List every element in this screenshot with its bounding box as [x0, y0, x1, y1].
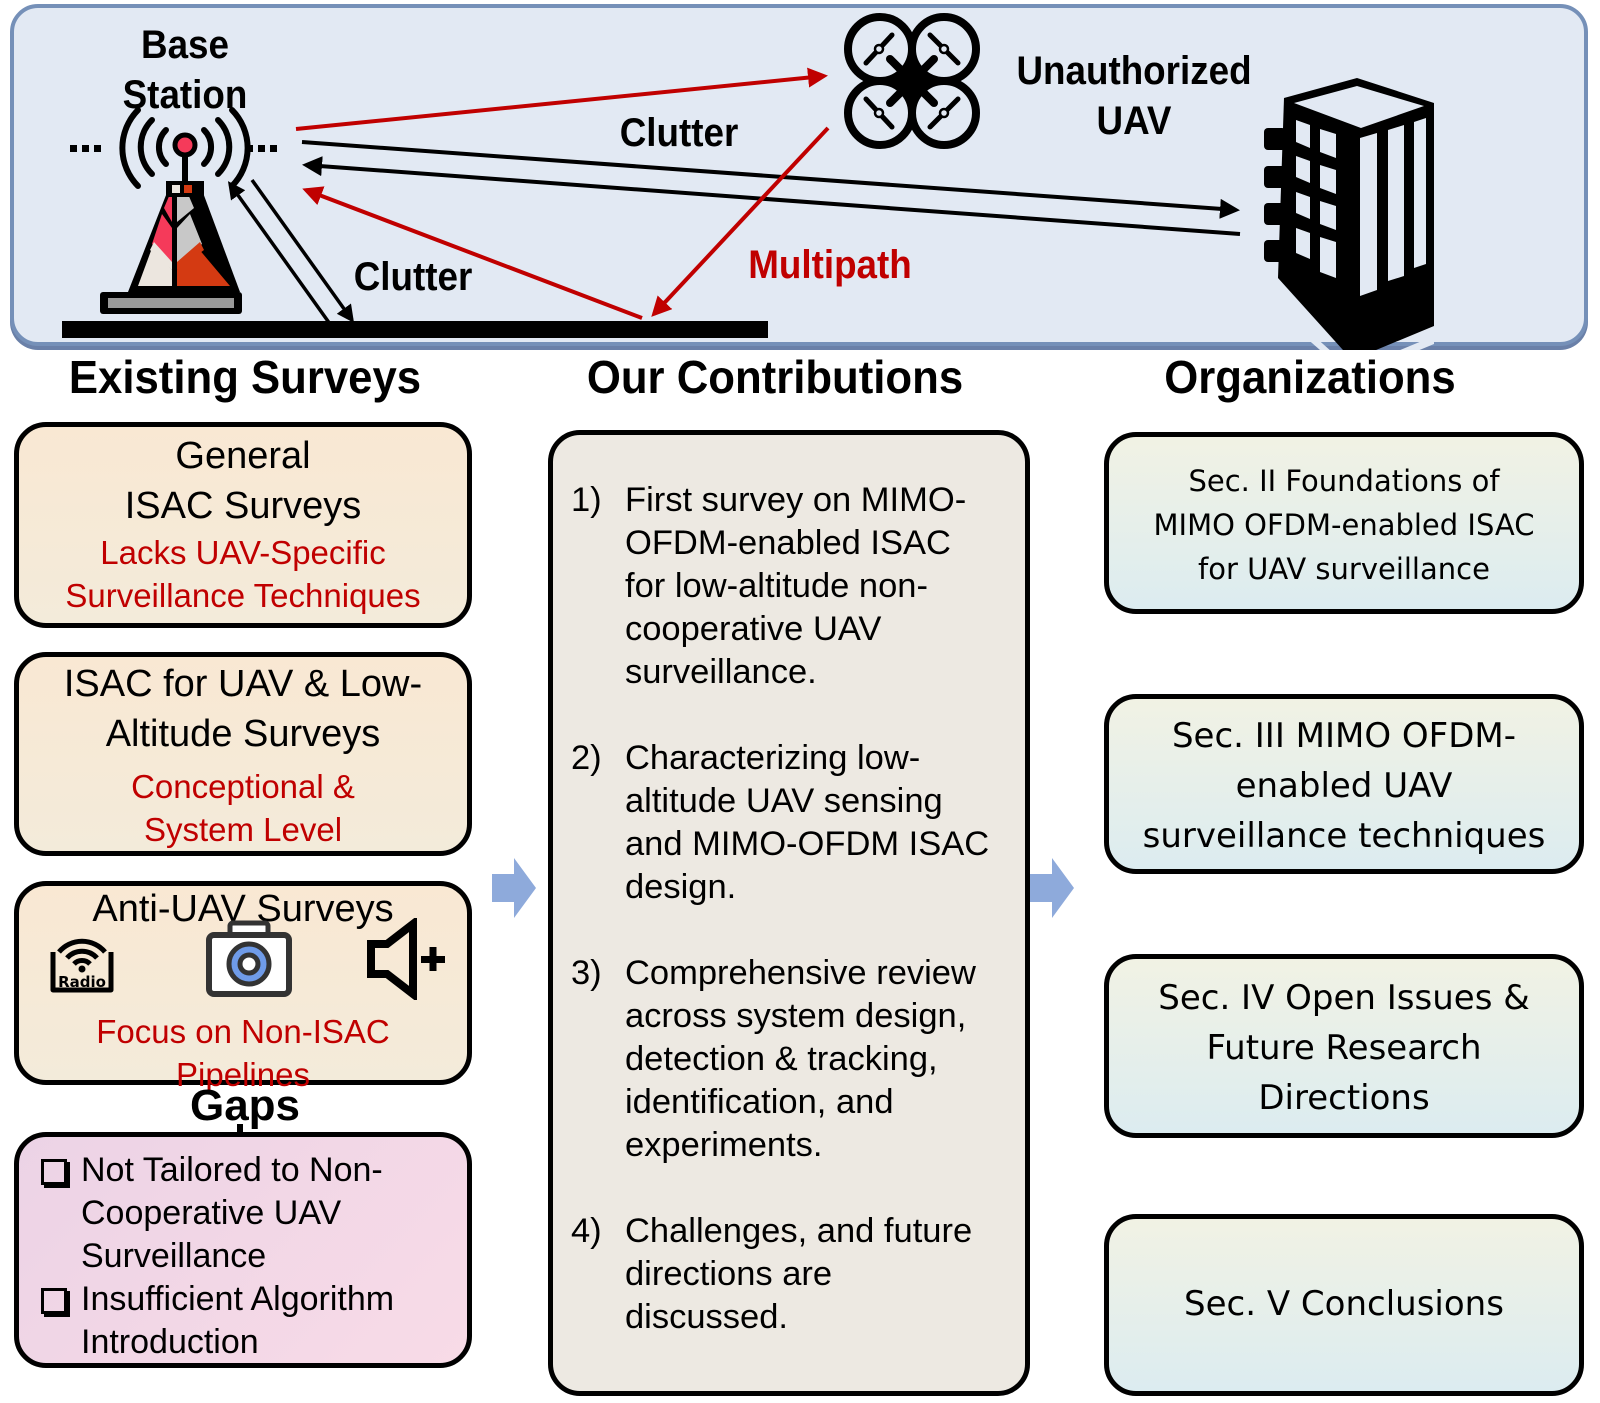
- org-section-line: Sec. III MIMO OFDM-: [1171, 716, 1517, 756]
- gaps-title: Gaps: [189, 1081, 301, 1130]
- base-station-label-line-2: Station: [122, 73, 248, 117]
- ground-clutter-tx-arrow: [250, 178, 355, 323]
- gap-item: Not Tailored to Non- Cooperative UAV Sur…: [19, 1149, 467, 1278]
- org-section-line: Future Research: [1206, 1028, 1482, 1068]
- contribution-line: directions are: [625, 1255, 833, 1293]
- base-station-tower-icon: [70, 107, 277, 314]
- gap-line: Introduction: [81, 1323, 259, 1361]
- org-section-iii: Sec. III MIMO OFDM- enabled UAV surveill…: [1104, 694, 1584, 874]
- survey-box-limitation: System Level: [143, 811, 343, 848]
- contribution-line: First survey on MIMO-: [625, 481, 967, 519]
- survey-box-limitation: Conceptional &: [131, 768, 355, 805]
- survey-box-title: ISAC for UAV & Low-: [63, 663, 423, 705]
- org-section-line: Directions: [1258, 1078, 1430, 1118]
- gap-line: Cooperative UAV: [81, 1194, 342, 1232]
- gap-line: Not Tailored to Non-: [81, 1151, 383, 1189]
- contribution-number: 3): [571, 954, 602, 992]
- los-signal-arrow: [295, 67, 828, 131]
- contribution-number: 4): [571, 1212, 602, 1250]
- radio-icon-label: Radio: [58, 973, 106, 991]
- contribution-number: 1): [571, 481, 602, 519]
- org-section-iv: Sec. IV Open Issues & Future Research Di…: [1104, 954, 1584, 1138]
- org-section-line: Sec. II Foundations of: [1188, 464, 1500, 498]
- radio-icon: Radio: [50, 938, 114, 993]
- sensing-modality-icons: Radio: [19, 918, 467, 1014]
- contribution-line: experiments.: [625, 1126, 823, 1164]
- clutter-tx-arrow: [301, 140, 1240, 219]
- org-section-line: Sec. V Conclusions: [1184, 1284, 1504, 1324]
- gaps-connector: [237, 1124, 243, 1136]
- base-station-label: Base Station: [107, 20, 263, 120]
- scenario-diagram: [62, 13, 1434, 350]
- checkbox-icon: [41, 1159, 67, 1185]
- gaps-box: Not Tailored to Non- Cooperative UAV Sur…: [14, 1132, 472, 1368]
- org-section-line: MIMO OFDM-enabled ISAC: [1153, 508, 1535, 542]
- quadcopter-drone-icon: [844, 13, 980, 149]
- org-section-v: Sec. V Conclusions: [1104, 1214, 1584, 1396]
- org-section-line: surveillance techniques: [1142, 816, 1546, 856]
- uav-label-line-2: UAV: [1096, 99, 1172, 143]
- org-section-line: Sec. IV Open Issues &: [1158, 978, 1530, 1018]
- contribution-line: for low-altitude non-: [625, 567, 928, 605]
- base-station-label-line-1: Base: [141, 23, 229, 67]
- flow-arrow-to-contributions: [492, 858, 536, 918]
- survey-box-title: Altitude Surveys: [105, 713, 381, 755]
- survey-box-general-isac: General ISAC Surveys Lacks UAV-Specific …: [14, 422, 472, 628]
- contribution-item: 3) Comprehensive review across system de…: [553, 952, 1017, 1167]
- contribution-line: Comprehensive review: [625, 954, 976, 992]
- gap-line: Surveillance: [81, 1237, 267, 1275]
- checkbox-icon: [41, 1288, 67, 1314]
- building-icon: [1264, 78, 1434, 350]
- unauthorized-uav-label: Unauthorized UAV: [996, 46, 1272, 146]
- contribution-line: and MIMO-OFDM ISAC: [625, 825, 990, 863]
- contribution-line: Challenges, and future: [625, 1212, 973, 1250]
- org-section-line: enabled UAV: [1235, 766, 1453, 806]
- gap-line: Insufficient Algorithm: [81, 1280, 395, 1318]
- organizations-title: Organizations: [1164, 351, 1456, 403]
- contribution-line: across system design,: [625, 997, 967, 1035]
- survey-box-title: ISAC Surveys: [124, 485, 362, 527]
- survey-box-title: General: [175, 435, 311, 477]
- clutter-label-ground: Clutter: [353, 255, 473, 299]
- contribution-line: Characterizing low-: [625, 739, 921, 777]
- multipath-up-arrow: [302, 186, 643, 320]
- contribution-item: 1) First survey on MIMO- OFDM-enabled IS…: [553, 479, 1017, 694]
- contribution-line: altitude UAV sensing: [625, 782, 943, 820]
- contribution-number: 2): [571, 739, 602, 777]
- survey-box-isac-uav-low-altitude: ISAC for UAV & Low- Altitude Surveys Con…: [14, 652, 472, 856]
- survey-box-limitation: Surveillance Techniques: [65, 577, 421, 614]
- org-section-line: for UAV surveillance: [1198, 552, 1490, 586]
- survey-box-limitation: Focus on Non-ISAC: [96, 1013, 390, 1050]
- contribution-line: surveillance.: [625, 653, 817, 691]
- contribution-item: 4) Challenges, and future directions are…: [553, 1210, 1017, 1339]
- existing-surveys-title: Existing Surveys: [68, 351, 422, 403]
- contributions-box: 1) First survey on MIMO- OFDM-enabled IS…: [548, 430, 1030, 1396]
- clutter-rx-arrow: [302, 156, 1241, 236]
- contribution-item: 2) Characterizing low- altitude UAV sens…: [553, 737, 1017, 909]
- contribution-line: detection & tracking,: [625, 1040, 938, 1078]
- survey-box-anti-uav: Anti-UAV Surveys Radio Focus on Non-ISAC…: [14, 881, 472, 1093]
- our-contributions-title: Our Contributions: [586, 351, 964, 403]
- contribution-line: design.: [625, 868, 737, 906]
- contribution-line: identification, and: [625, 1083, 894, 1121]
- contribution-line: discussed.: [625, 1298, 788, 1336]
- scenario-panel: Base Station Unauthorized UAV Clutter Cl…: [10, 4, 1588, 350]
- multipath-label: Multipath: [748, 243, 912, 287]
- multipath-down-arrow: [651, 126, 830, 317]
- clutter-label-top: Clutter: [619, 111, 739, 155]
- speaker-icon: [367, 918, 445, 1000]
- org-section-ii: Sec. II Foundations of MIMO OFDM-enabled…: [1104, 432, 1584, 614]
- survey-box-limitation: Pipelines: [176, 1056, 310, 1093]
- ground-bar: [62, 321, 768, 338]
- uav-label-line-1: Unauthorized: [1016, 49, 1252, 93]
- contribution-line: cooperative UAV: [625, 610, 882, 648]
- flow-arrow-to-organizations: [1030, 858, 1074, 918]
- camera-icon: [206, 920, 292, 997]
- gap-item: Insufficient Algorithm Introduction: [19, 1278, 467, 1364]
- ground-clutter-rx-arrow: [227, 181, 332, 326]
- survey-box-limitation: Lacks UAV-Specific: [100, 534, 386, 571]
- contribution-line: OFDM-enabled ISAC: [625, 524, 951, 562]
